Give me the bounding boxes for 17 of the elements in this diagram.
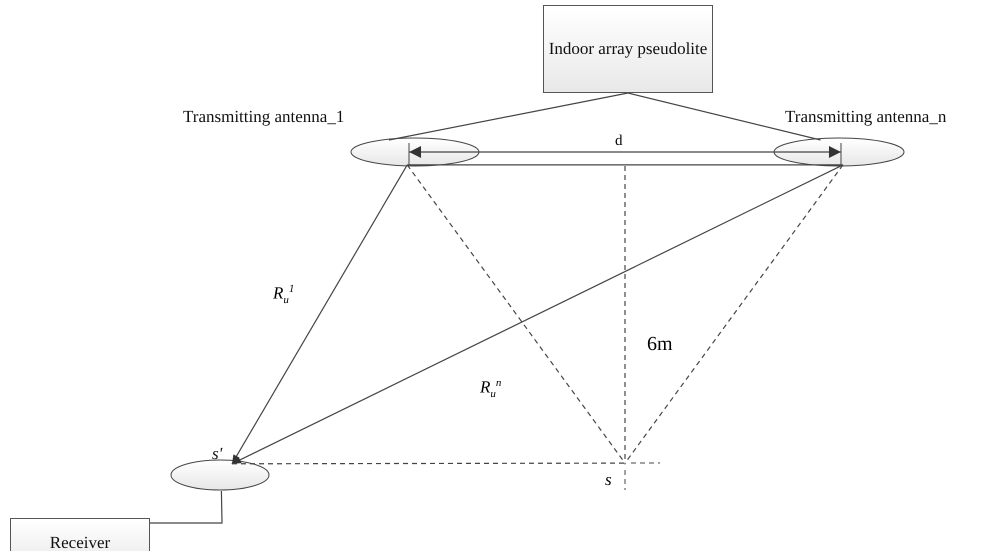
connector-line (407, 164, 843, 166)
antenna-label: Transmitting antenna_n (785, 107, 946, 127)
point-label: s' (212, 444, 222, 464)
connector-line (150, 490, 223, 524)
process-box: Indoor array pseudolite (543, 5, 713, 93)
connector-line (624, 164, 844, 464)
connector-line (628, 92, 821, 141)
arrow (231, 164, 408, 464)
connector-line (409, 146, 841, 158)
connector-line (624, 166, 626, 464)
point-label: s (605, 470, 612, 490)
connector-line (406, 164, 626, 464)
antenna-label: Transmitting antenna_1 (183, 107, 344, 127)
connector-line (388, 92, 628, 141)
connector-line (232, 462, 625, 464)
arrow (232, 164, 844, 464)
process-box: Receiver (10, 518, 150, 551)
